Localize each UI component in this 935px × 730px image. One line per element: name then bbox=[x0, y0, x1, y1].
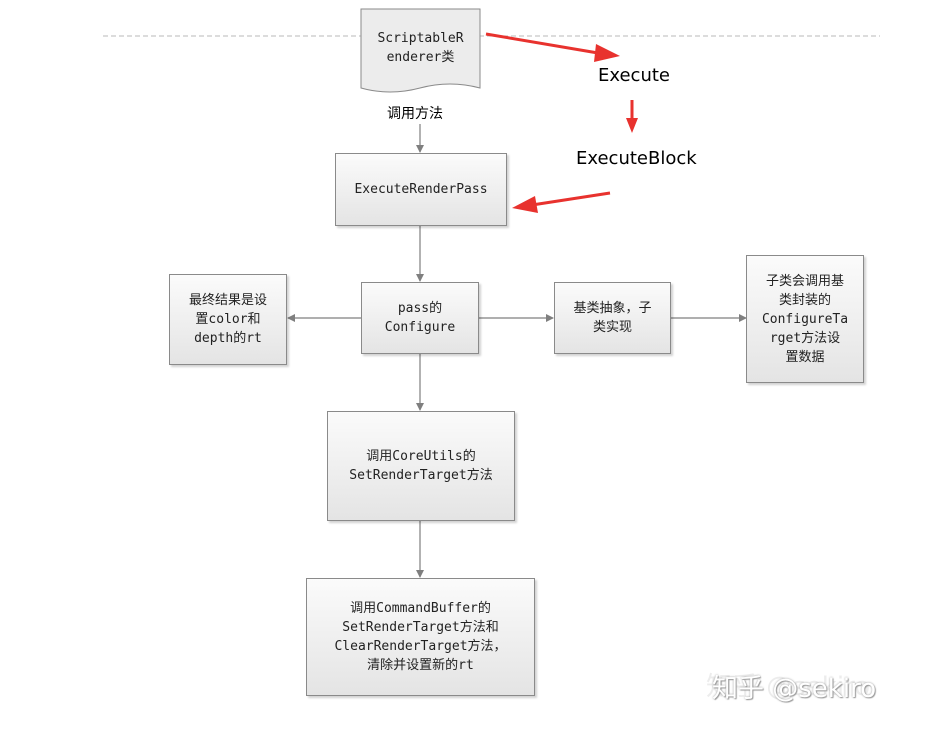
execute-render-pass-text: ExecuteRenderPass bbox=[354, 182, 488, 197]
final-result-text: 最终结果是设 置color和 depth的rt bbox=[188, 293, 267, 346]
base-abstract-node: 基类抽象，子 类实现 bbox=[554, 282, 671, 354]
core-utils-node: 调用CoreUtils的 SetRenderTarget方法 bbox=[327, 411, 515, 521]
command-buffer-text: 调用CommandBuffer的 SetRenderTarget方法和 Clea… bbox=[334, 601, 507, 673]
subclass-call-text: 子类会调用基 类封装的 ConfigureTa rget方法设 置数据 bbox=[761, 273, 849, 365]
pass-configure-node: pass的 Configure bbox=[361, 282, 479, 354]
scriptable-renderer-node: ScriptableR enderer类 bbox=[361, 9, 480, 87]
core-utils-text: 调用CoreUtils的 SetRenderTarget方法 bbox=[349, 449, 493, 483]
watermark: 知乎 @sekiro bbox=[712, 674, 877, 704]
execute-block-label: ExecuteBlock bbox=[576, 148, 697, 169]
pass-configure-text: pass的 Configure bbox=[384, 301, 456, 335]
call-method-label: 调用方法 bbox=[387, 106, 443, 122]
watermark-ghost: 知乎 @sekiro bbox=[706, 672, 871, 702]
document-shape bbox=[360, 8, 481, 93]
final-result-node: 最终结果是设 置color和 depth的rt bbox=[169, 274, 287, 365]
red-arrow-to-execute bbox=[485, 32, 620, 62]
red-arrow-to-executerenderpass bbox=[512, 191, 611, 213]
scriptable-renderer-text: ScriptableR enderer类 bbox=[377, 31, 464, 65]
base-abstract-text: 基类抽象，子 类实现 bbox=[573, 301, 652, 335]
command-buffer-node: 调用CommandBuffer的 SetRenderTarget方法和 Clea… bbox=[306, 578, 535, 696]
execute-label: Execute bbox=[598, 65, 670, 86]
subclass-call-node: 子类会调用基 类封装的 ConfigureTa rget方法设 置数据 bbox=[746, 255, 864, 383]
execute-render-pass-node: ExecuteRenderPass bbox=[335, 153, 507, 226]
red-arrow-to-executeblock bbox=[626, 100, 638, 133]
